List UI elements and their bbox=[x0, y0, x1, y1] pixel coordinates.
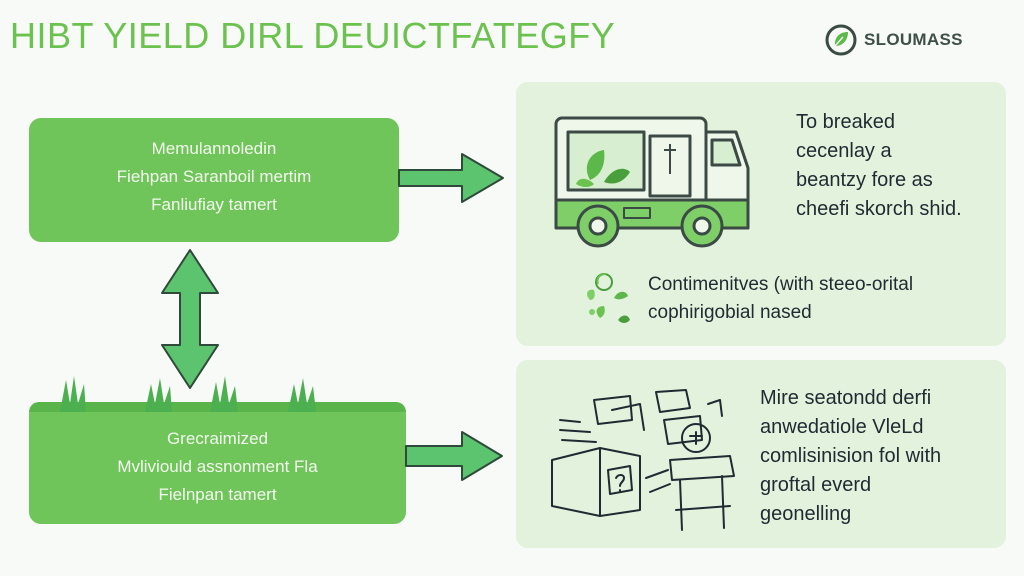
panel-bottom-text-1: Mire seatondd derfi bbox=[760, 387, 932, 409]
plant-cluster-icon bbox=[587, 273, 630, 323]
box-top-line-1: Memulannoledin bbox=[151, 139, 277, 158]
panel-top-text-2: cecenlay a bbox=[796, 140, 892, 162]
brand: SLOUMASS bbox=[824, 22, 963, 58]
box-bottom-line-3: Fielnpan tamert bbox=[158, 485, 277, 504]
panel-top-text-3: beantzy fore as bbox=[796, 169, 933, 191]
leaf-logo-icon bbox=[825, 24, 857, 56]
delivery-truck-icon bbox=[554, 116, 750, 248]
arrow-right-icon bbox=[405, 431, 503, 481]
process-box-bottom: Grecraimized Mvliviould assnonment Fla F… bbox=[29, 402, 406, 524]
panel-top-note-2: cophirigobial nased bbox=[648, 302, 812, 323]
panel-top-note-1: Contimenitves (with steeo-orital bbox=[648, 274, 914, 295]
process-box-top: Memulannoledin Fiehpan Saranboil mertim … bbox=[29, 118, 399, 242]
workstation-sketch-icon bbox=[551, 389, 735, 531]
grass-tuft-icon bbox=[60, 376, 316, 412]
panel-bottom-text-5: geonelling bbox=[760, 503, 852, 525]
arrow-right-icon bbox=[398, 153, 504, 203]
panel-top-text-1: To breaked bbox=[796, 111, 895, 133]
panel-bottom-text-4: groftal everd bbox=[760, 474, 872, 496]
box-top-line-2: Fiehpan Saranboil mertim bbox=[116, 167, 312, 186]
box-top-line-3: Fanliufiay tamert bbox=[151, 195, 277, 214]
panel-top-text-4: cheefi skorch shid. bbox=[796, 198, 962, 220]
info-panel-bottom bbox=[516, 360, 1006, 548]
brand-name: SLOUMASS bbox=[864, 30, 963, 49]
page-title: HIBT YIELD DIRL DEUICTFATEGFY bbox=[10, 15, 616, 56]
leaf-decoration-icon bbox=[576, 150, 630, 187]
double-arrow-vertical-icon bbox=[161, 249, 219, 389]
panel-bottom-text-2: anwedatiole VleLd bbox=[760, 416, 924, 438]
box-bottom-line-2: Mvliviould assnonment Fla bbox=[117, 457, 318, 476]
box-bottom-line-1: Grecraimized bbox=[166, 429, 269, 448]
panel-bottom-text-3: comlisinision fol with bbox=[760, 445, 942, 467]
